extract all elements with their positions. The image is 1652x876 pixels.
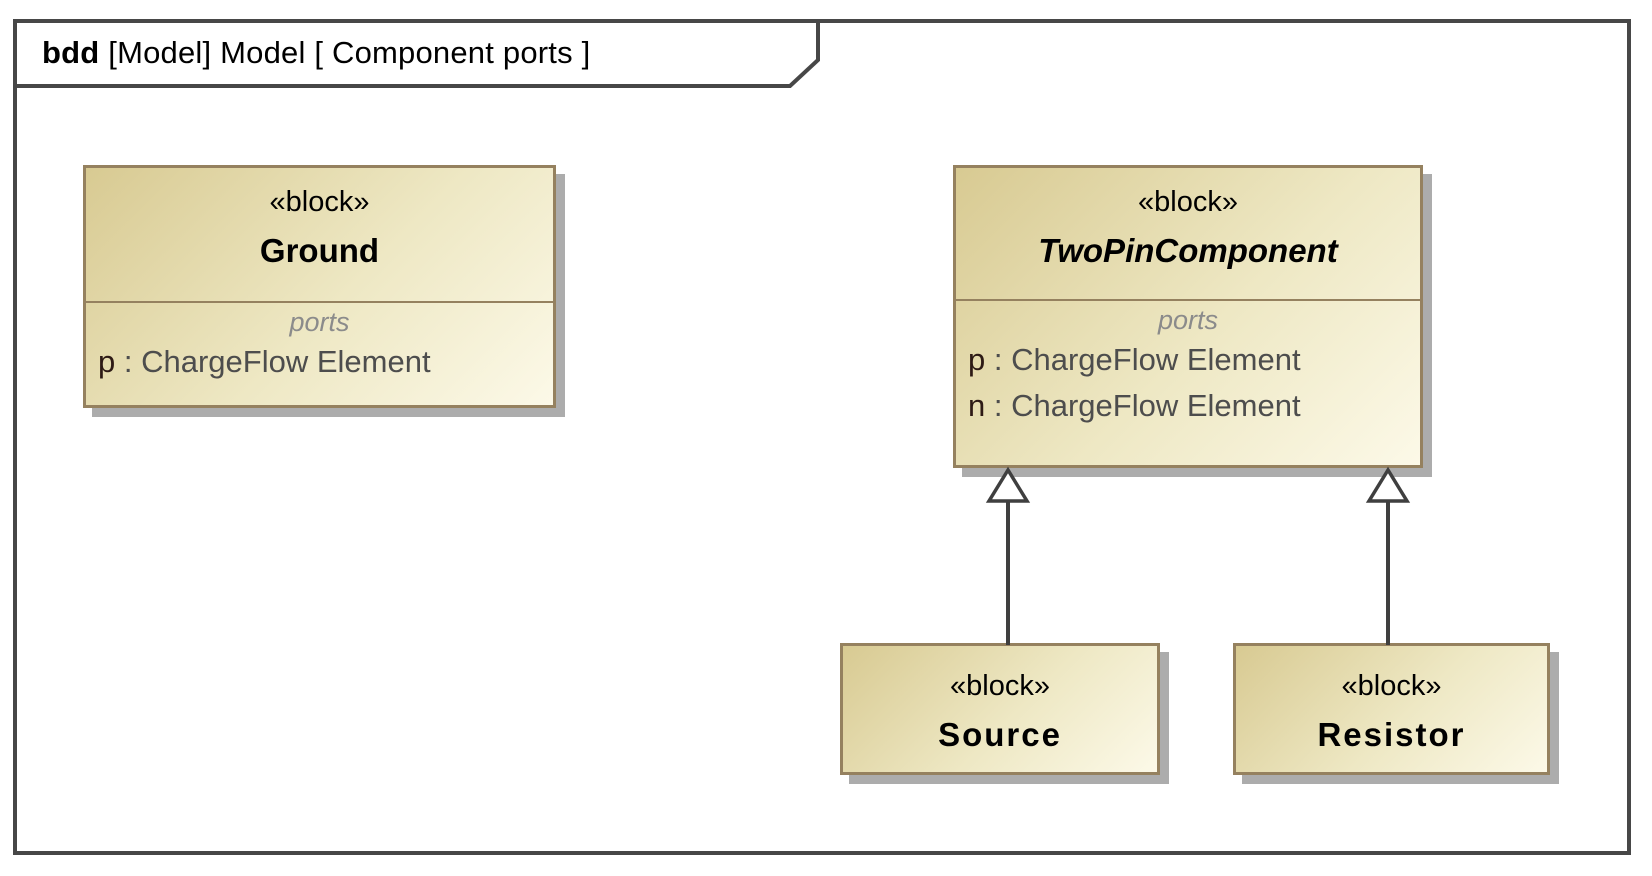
frame-header-tab [13, 19, 820, 88]
block-name: Source [938, 716, 1062, 753]
port-entry: n : ChargeFlow Element [956, 383, 1420, 429]
generalization-edge-resistor-to-twopincomponent[interactable] [1365, 466, 1411, 645]
ports-compartment-label: ports [289, 307, 350, 337]
block-ground-ports-compartment: ports p : ChargeFlow Element [86, 301, 553, 405]
stereotype-label: «block» [950, 670, 1050, 702]
port-separator: : [985, 342, 1012, 377]
block-name: TwoPinComponent [1038, 232, 1338, 269]
frame-title: bdd [Model] Model [ Component ports ] [42, 22, 590, 84]
diagram-title-text: [Model] Model [ Component ports ] [108, 35, 591, 70]
ports-compartment-label: ports [1157, 305, 1219, 335]
block-twopincomponent[interactable]: «block» TwoPinComponent ports p : Charge… [953, 165, 1423, 468]
generalization-edge-source-to-twopincomponent[interactable] [985, 466, 1031, 645]
port-type: ChargeFlow Element [1011, 342, 1301, 377]
port-name: p [98, 344, 116, 379]
block-ground-header: «block» Ground [86, 168, 553, 301]
generalization-arrowhead-icon [1365, 466, 1411, 503]
block-resistor-header: «block» Resistor [1236, 646, 1547, 762]
block-twopincomponent-ports-compartment: ports p : ChargeFlow Element n : ChargeF… [956, 299, 1420, 465]
block-name: Ground [259, 232, 380, 269]
diagram-kind-label: bdd [42, 35, 100, 70]
port-type: ChargeFlow Element [141, 344, 431, 379]
block-resistor[interactable]: «block» Resistor [1233, 643, 1550, 775]
port-type: ChargeFlow Element [1011, 388, 1301, 423]
port-entry: p : ChargeFlow Element [956, 337, 1420, 383]
block-name: Resistor [1317, 716, 1466, 753]
stereotype-label: «block» [1341, 670, 1442, 702]
port-name: p [968, 342, 986, 377]
stereotype-label: «block» [1138, 186, 1238, 218]
port-separator: : [985, 388, 1012, 423]
stereotype-label: «block» [269, 186, 370, 218]
block-source[interactable]: «block» Source [840, 643, 1160, 775]
port-separator: : [115, 344, 142, 379]
block-source-header: «block» Source [843, 646, 1157, 762]
port-entry: p : ChargeFlow Element [86, 339, 553, 385]
generalization-arrowhead-icon [985, 466, 1031, 503]
block-ground[interactable]: «block» Ground ports p : ChargeFlow Elem… [83, 165, 556, 408]
block-twopincomponent-header: «block» TwoPinComponent [956, 168, 1420, 299]
port-name: n [968, 388, 986, 423]
